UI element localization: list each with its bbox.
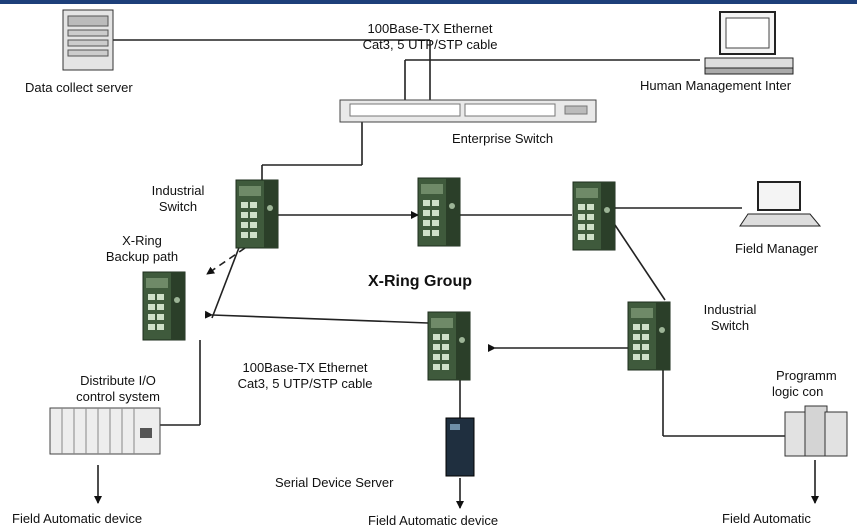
top-cable-label-1: 100Base-TX Ethernet xyxy=(367,21,493,36)
dio-label-2: control system xyxy=(76,389,160,404)
enterprise-switch-label: Enterprise Switch xyxy=(452,131,554,146)
mid-cable-label-2: Cat3, 5 UTP/STP cable xyxy=(237,376,373,391)
industrial-switch-top-center xyxy=(417,177,461,247)
serial-server-label: Serial Device Server xyxy=(275,475,394,490)
xring-group-label: X-Ring Group xyxy=(368,273,472,290)
backup-path-label-1: X-Ring xyxy=(122,233,162,248)
io-rack-icon xyxy=(49,407,161,455)
industrial-switch-left-label-1: Industrial xyxy=(151,183,205,198)
hmi-label: Human Management Inter xyxy=(640,78,792,93)
plc-label-2: logic con xyxy=(772,384,824,399)
ring-bottom-left xyxy=(204,310,429,324)
industrial-switch-top-right xyxy=(572,181,616,251)
server-icon xyxy=(62,9,114,71)
backup-path-label-2: Backup path xyxy=(105,249,179,264)
ring-left-diag xyxy=(211,244,241,319)
laptop-icon xyxy=(739,181,822,227)
field-auto-mid-label: Field Automatic device xyxy=(368,513,499,528)
top-border xyxy=(0,0,857,4)
backup-path xyxy=(206,247,246,275)
industrial-switch-top-left xyxy=(235,179,279,249)
hmi-computer-icon xyxy=(704,11,794,75)
dio-label-1: Distribute I/O xyxy=(80,373,156,388)
plc-label-1: Programm xyxy=(776,368,837,383)
ring-right-diag xyxy=(607,216,666,301)
field-auto-right-label: Field Automatic xyxy=(722,511,811,526)
field-auto-left-label: Field Automatic device xyxy=(12,511,143,526)
mid-cable-label-1: 100Base-TX Ethernet xyxy=(242,360,368,375)
industrial-switch-left xyxy=(142,271,186,341)
connection-lines xyxy=(94,39,819,509)
serial-device-server-icon xyxy=(445,417,475,477)
plc-icon xyxy=(784,405,848,457)
enterprise-switch-icon xyxy=(339,99,597,123)
top-cable-label-2: Cat3, 5 UTP/STP cable xyxy=(362,37,498,52)
industrial-switch-right xyxy=(627,301,671,371)
data-server-label: Data collect server xyxy=(25,80,133,95)
industrial-switch-right-label-2: Switch xyxy=(710,318,750,333)
field-manager-label: Field Manager xyxy=(735,241,819,256)
industrial-switch-right-label-1: Industrial xyxy=(703,302,757,317)
industrial-switch-left-label-2: Switch xyxy=(158,199,198,214)
industrial-switch-bottom-center xyxy=(427,311,471,381)
